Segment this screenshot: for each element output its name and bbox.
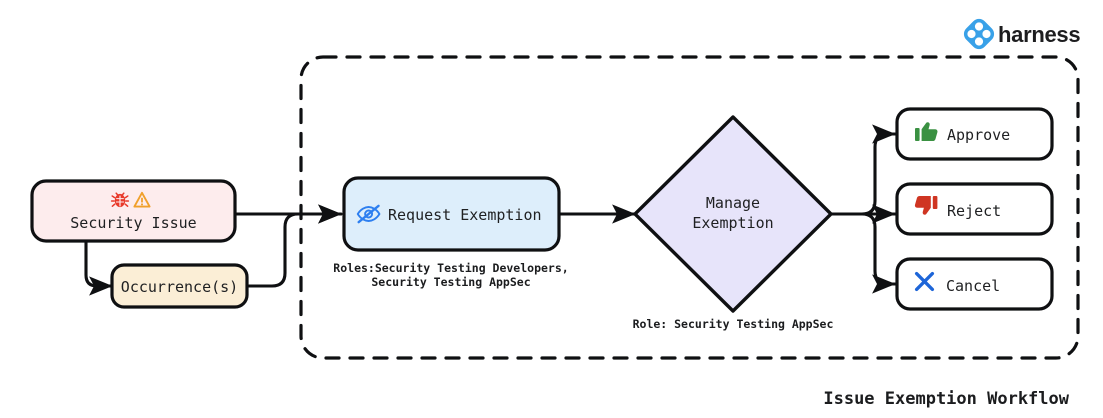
manage-exemption-label-line2: Exemption bbox=[692, 214, 773, 232]
request-exemption-box[interactable] bbox=[342, 176, 561, 252]
cancel-box[interactable] bbox=[895, 257, 1054, 311]
security-issue-box[interactable] bbox=[30, 179, 237, 243]
request-exemption-caption-line2: Security Testing AppSec bbox=[371, 275, 530, 289]
warning-triangle-icon bbox=[133, 191, 151, 208]
thumbs-down-icon bbox=[914, 196, 938, 215]
node-request-exemption[interactable]: Request Exemption Roles:Security Testing… bbox=[333, 176, 569, 289]
node-manage-exemption[interactable]: Manage Exemption Role: Security Testing … bbox=[633, 115, 834, 331]
approve-box[interactable] bbox=[895, 107, 1054, 161]
workflow-boundary bbox=[299, 55, 1080, 360]
manage-exemption-diamond[interactable] bbox=[633, 115, 833, 313]
harness-diamond-icon bbox=[963, 18, 995, 50]
manage-exemption-caption: Role: Security Testing AppSec bbox=[633, 317, 834, 331]
harness-logo: harness bbox=[963, 18, 1081, 50]
security-issue-label: Security Issue bbox=[70, 214, 196, 232]
request-exemption-caption-line1: Roles:Security Testing Developers, bbox=[333, 261, 568, 275]
cancel-label: Cancel bbox=[946, 277, 1000, 295]
node-action-cancel[interactable]: Cancel bbox=[895, 257, 1054, 311]
connector-security-issue-to-occurrences bbox=[84, 239, 114, 296]
eye-off-icon bbox=[356, 204, 381, 224]
connector-manage-to-cancel bbox=[828, 212, 897, 294]
occurrences-label: Occurrence(s) bbox=[121, 278, 238, 296]
occurrences-box[interactable] bbox=[110, 263, 249, 309]
reject-label: Reject bbox=[947, 202, 1001, 220]
node-action-reject[interactable]: Reject bbox=[895, 182, 1054, 236]
node-occurrences[interactable]: Occurrence(s) bbox=[110, 263, 249, 309]
node-action-approve[interactable]: Approve bbox=[895, 107, 1054, 161]
connector-occurrences-to-request bbox=[244, 204, 343, 288]
thumbs-up-icon bbox=[915, 122, 938, 141]
brand-name: harness bbox=[998, 22, 1080, 47]
bug-icon bbox=[110, 192, 130, 208]
diagram-title: Issue Exemption Workflow bbox=[823, 389, 1069, 409]
connector-manage-to-approve bbox=[828, 124, 897, 216]
node-security-issue[interactable]: Security Issue bbox=[30, 179, 237, 243]
request-exemption-label: Request Exemption bbox=[388, 206, 542, 224]
approve-label: Approve bbox=[947, 126, 1010, 144]
manage-exemption-label-line1: Manage bbox=[706, 194, 760, 212]
x-mark-icon bbox=[914, 271, 935, 292]
